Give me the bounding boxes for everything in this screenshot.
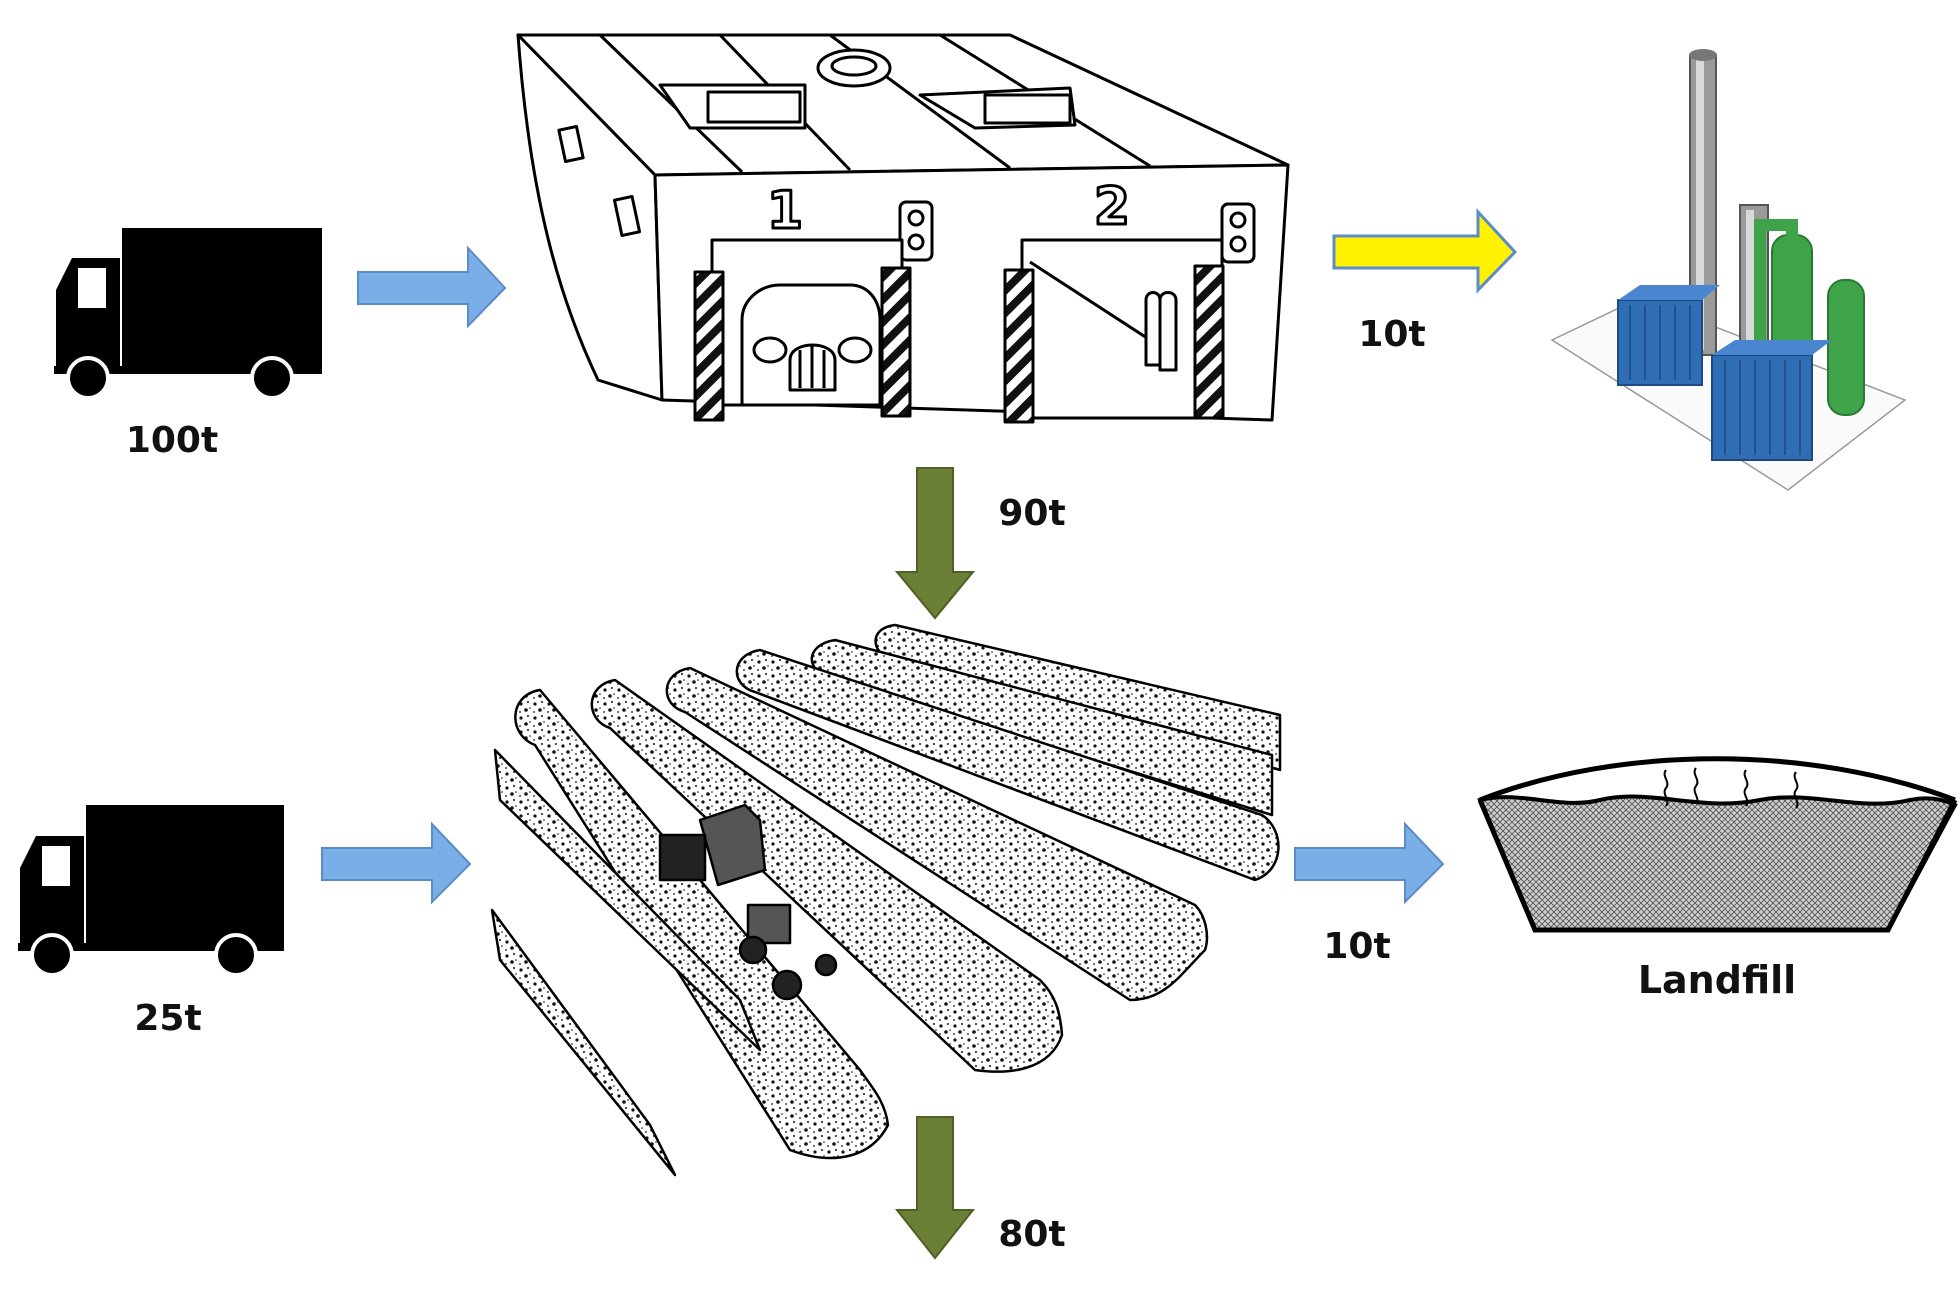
label-garage-to-compost: 90t bbox=[998, 493, 1065, 534]
label-garage-to-plant: 10t bbox=[1358, 314, 1425, 355]
arrow-compost-to-landfill bbox=[1294, 821, 1445, 905]
truck-bottom-icon bbox=[18, 805, 284, 977]
arrow-garage-to-compost bbox=[894, 467, 976, 620]
compost-windrows-icon bbox=[490, 623, 1282, 1177]
treatment-plant-icon bbox=[1550, 49, 1907, 491]
label-compost-output: 80t bbox=[998, 1214, 1065, 1255]
garage-building-icon: 1 2 bbox=[516, 33, 1290, 424]
truck-top-icon bbox=[54, 228, 322, 400]
arrow-garage-to-plant bbox=[1332, 208, 1518, 294]
arrow-compost-output bbox=[894, 1116, 976, 1260]
truck-top-label: 100t bbox=[126, 420, 218, 461]
bay-1-number: 1 bbox=[767, 181, 803, 241]
bay-2-number: 2 bbox=[1094, 177, 1130, 237]
label-compost-to-landfill: 10t bbox=[1323, 926, 1390, 967]
truck-bottom-label: 25t bbox=[134, 998, 201, 1039]
arrow-truck-to-compost bbox=[321, 821, 472, 905]
landfill-icon bbox=[1477, 756, 1958, 933]
arrow-truck-to-garage bbox=[357, 245, 507, 329]
landfill-label: Landfill bbox=[1638, 958, 1796, 1002]
